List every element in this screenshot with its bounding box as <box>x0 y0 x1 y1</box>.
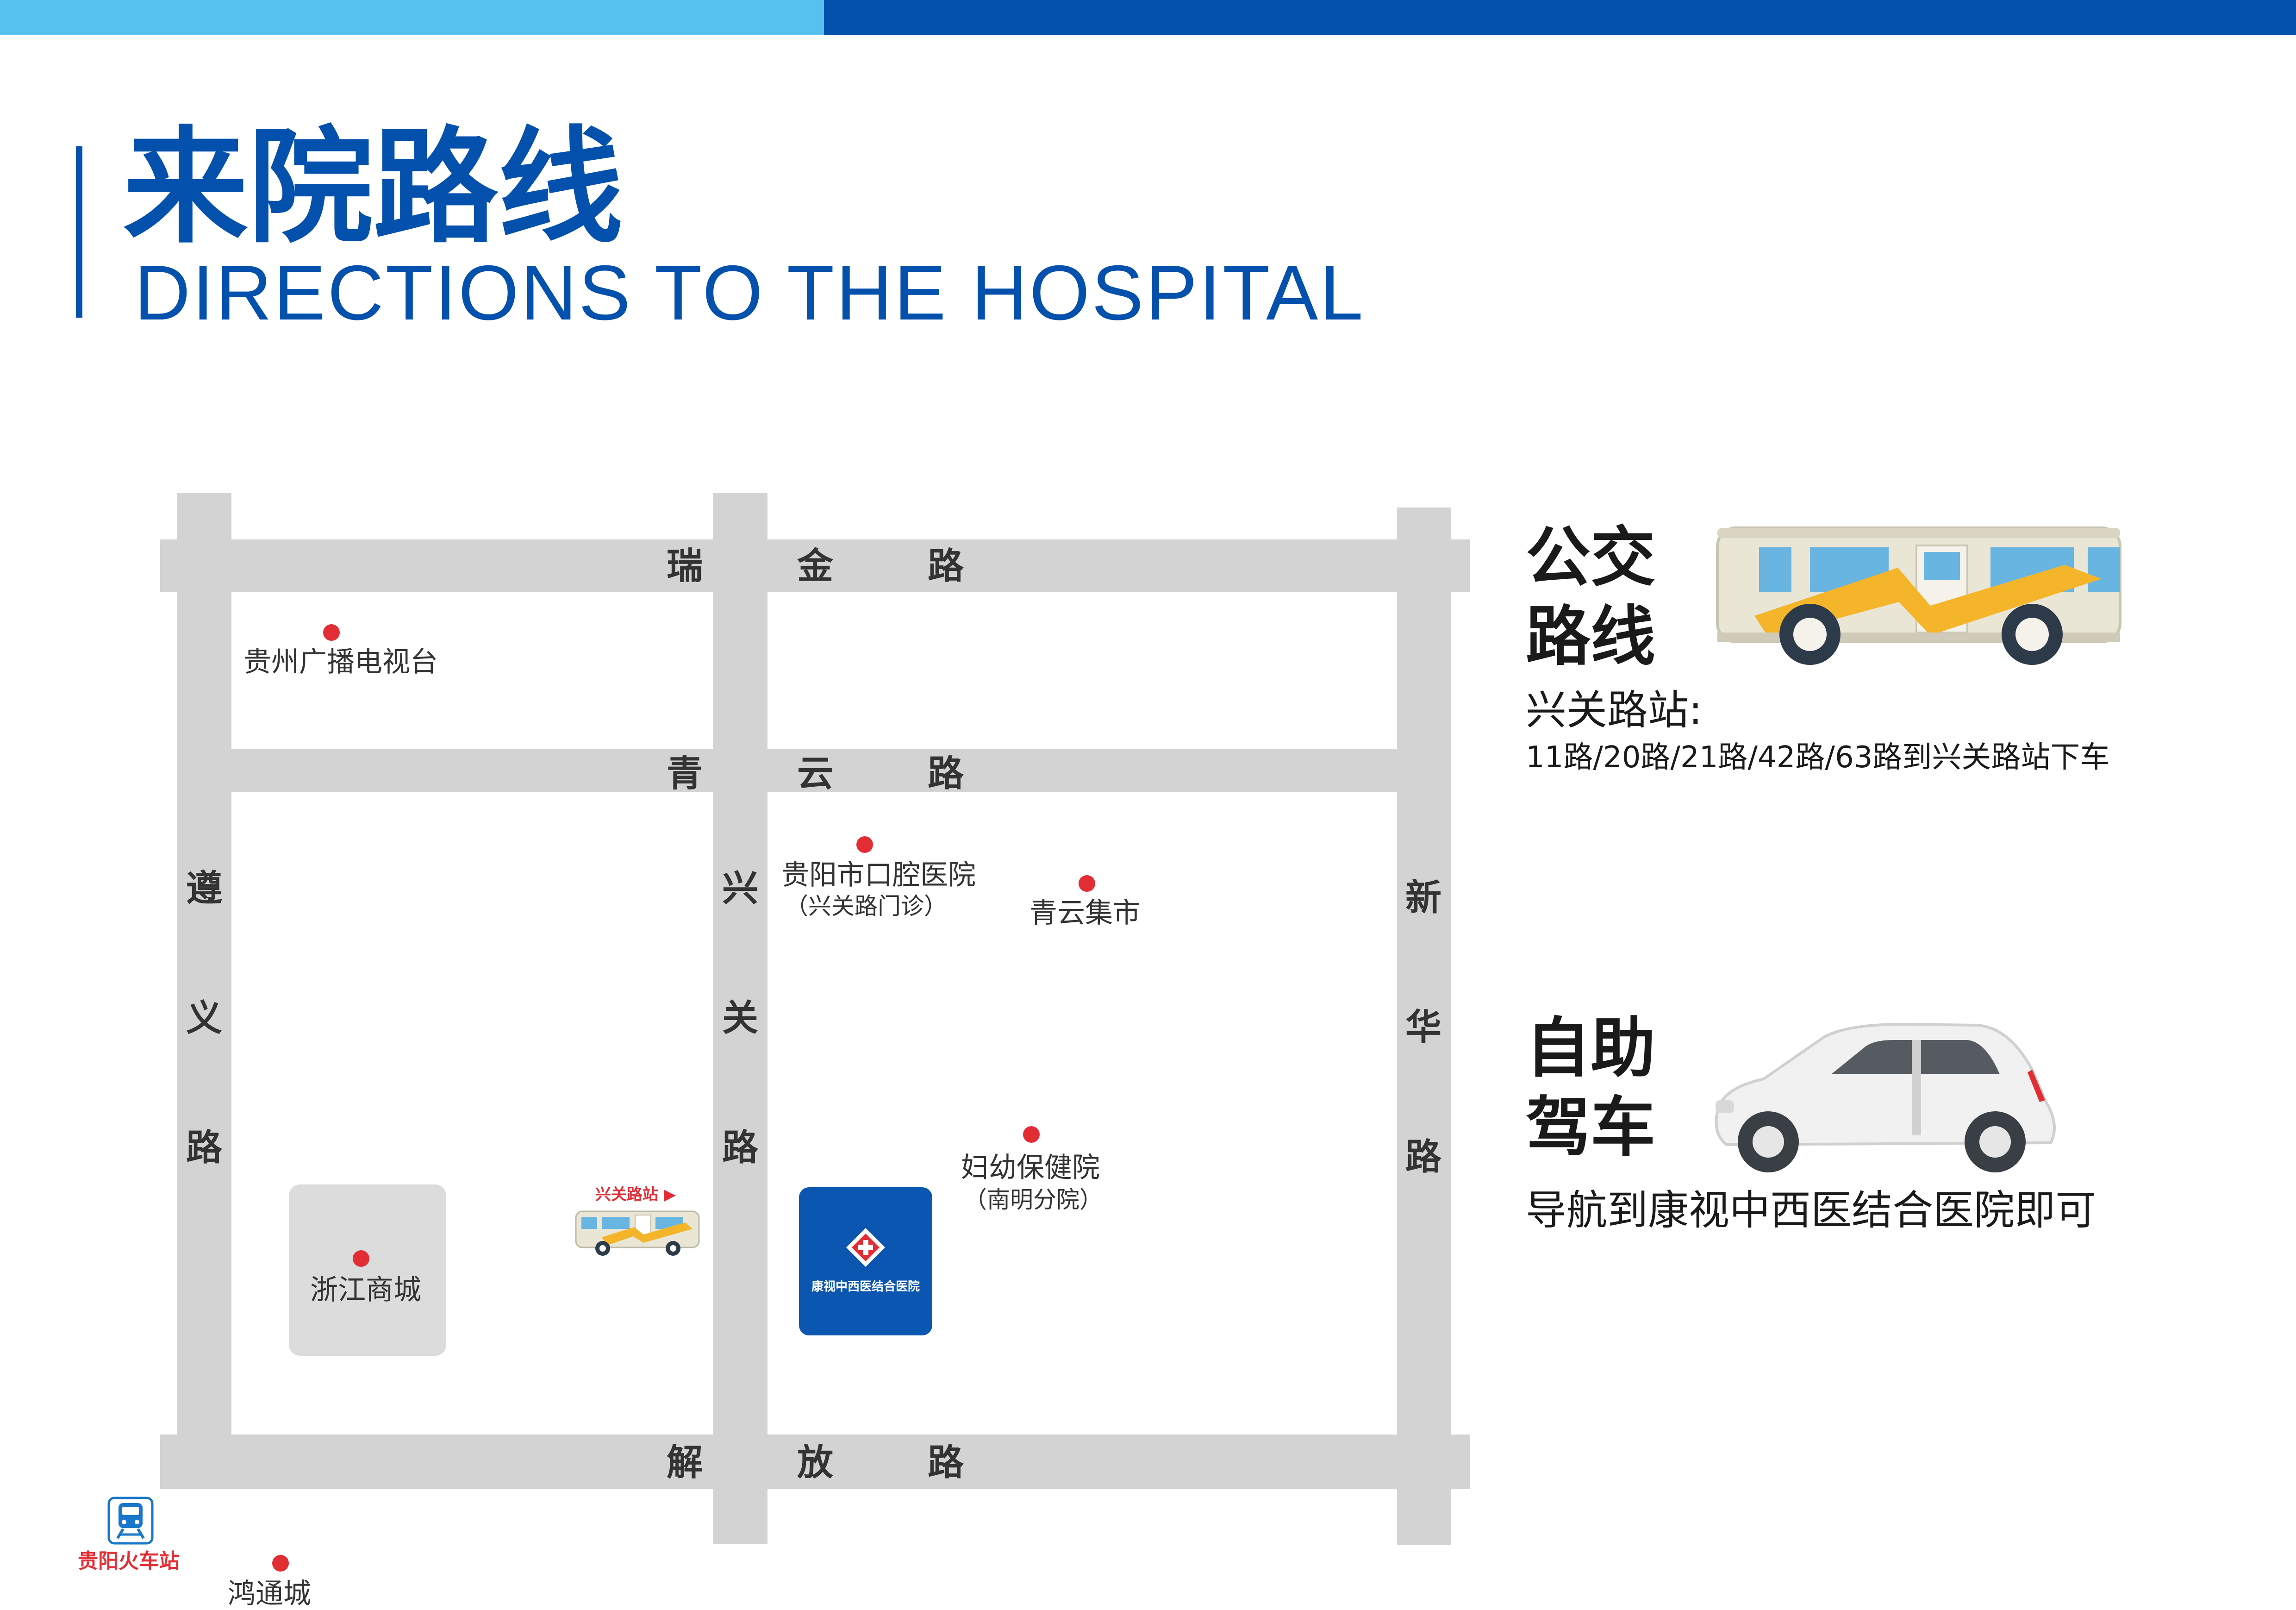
poi-label-qingyun-market: 青云集市 <box>1029 897 1141 929</box>
bus-icon <box>575 1210 700 1256</box>
poi-dot-qingyun-market <box>1079 875 1095 892</box>
poi-label-dental-hospital: 贵阳市口腔医院 <box>781 859 976 891</box>
poi-label-hongtong-city: 鸿通城 <box>228 1578 311 1610</box>
car-heading: 自助 驾车 <box>1526 1009 1655 1168</box>
bus-heading: 公交 路线 <box>1526 519 1655 677</box>
road-xingguan <box>713 493 767 1544</box>
zhejiang-mall-block <box>289 1184 446 1356</box>
poi-label-zhejiang-mall: 浙江商城 <box>310 1274 421 1306</box>
poi-dot-maternal-hospital <box>1023 1126 1040 1143</box>
road-zunyi <box>177 493 231 1489</box>
road-label-qingyun-1: 青 <box>667 753 703 795</box>
title-rule <box>76 146 82 318</box>
bus-routes-text: 11路/20路/21路/42路/63路到兴关路站下车 <box>1526 740 2110 775</box>
page-subtitle: DIRECTIONS TO THE HOSPITAL <box>134 249 1365 336</box>
road-label-xinhua-1: 新 <box>1405 877 1442 919</box>
bus-stop-label: 兴关路站 ▶ <box>595 1185 676 1204</box>
hospital-cross-icon <box>846 1228 885 1267</box>
train-station-label: 贵阳火车站 <box>78 1549 180 1573</box>
road-label-jiefang-2: 放 <box>797 1442 834 1484</box>
bus-heading-line2: 路线 <box>1526 599 1656 675</box>
bus-heading-line1: 公交 <box>1526 520 1656 595</box>
poi-sub-maternal-hospital: （南明分院） <box>964 1186 1103 1213</box>
car-heading-line1: 自助 <box>1526 1011 1656 1086</box>
road-label-zunyi-3: 路 <box>186 1127 223 1169</box>
top-bar-light <box>0 0 824 35</box>
poi-dot-tv-station <box>323 624 340 641</box>
road-label-xingguan-1: 兴 <box>722 868 759 909</box>
hospital-label: 康视中西医结合医院 <box>811 1280 920 1294</box>
bus-illustration-icon <box>1716 526 2121 665</box>
poi-sub-dental-hospital: （兴关路门诊） <box>785 893 947 920</box>
poi-label-tv-station: 贵州广播电视台 <box>243 646 438 678</box>
road-jiefang <box>160 1435 1470 1489</box>
road-label-ruijin-1: 瑞 <box>667 545 703 587</box>
road-label-zunyi-2: 义 <box>186 997 223 1039</box>
road-label-ruijin-2: 金 <box>797 545 834 587</box>
bus-station-text: 兴关路站: <box>1526 686 1703 734</box>
car-illustration-icon <box>1715 1022 2056 1172</box>
poi-dot-dental-hospital <box>856 836 873 853</box>
road-label-zunyi-1: 遵 <box>186 868 223 909</box>
car-heading-line2: 驾车 <box>1526 1090 1656 1165</box>
car-text: 导航到康视中西医结合医院即可 <box>1526 1186 2096 1234</box>
road-label-qingyun-3: 路 <box>928 753 964 795</box>
road-label-qingyun-2: 云 <box>797 753 834 795</box>
road-label-jiefang-1: 解 <box>667 1442 703 1484</box>
road-label-xinhua-2: 华 <box>1405 1007 1442 1048</box>
road-label-xingguan-3: 路 <box>722 1127 759 1169</box>
poi-label-maternal-hospital: 妇幼保健院 <box>961 1152 1100 1184</box>
road-ruijin <box>160 539 1470 592</box>
page-title: 来院路线 <box>123 114 623 260</box>
road-qingyun <box>231 749 1403 792</box>
top-bar-dark <box>824 0 2296 35</box>
road-label-xinhua-3: 路 <box>1405 1136 1442 1178</box>
train-icon <box>107 1497 154 1545</box>
road-label-jiefang-3: 路 <box>928 1442 964 1484</box>
road-xinhua <box>1397 507 1451 1545</box>
poi-dot-hongtong-city <box>272 1555 289 1572</box>
road-label-xingguan-2: 关 <box>722 997 759 1039</box>
poi-dot-zhejiang-mall <box>353 1250 369 1267</box>
road-label-ruijin-3: 路 <box>928 545 964 587</box>
